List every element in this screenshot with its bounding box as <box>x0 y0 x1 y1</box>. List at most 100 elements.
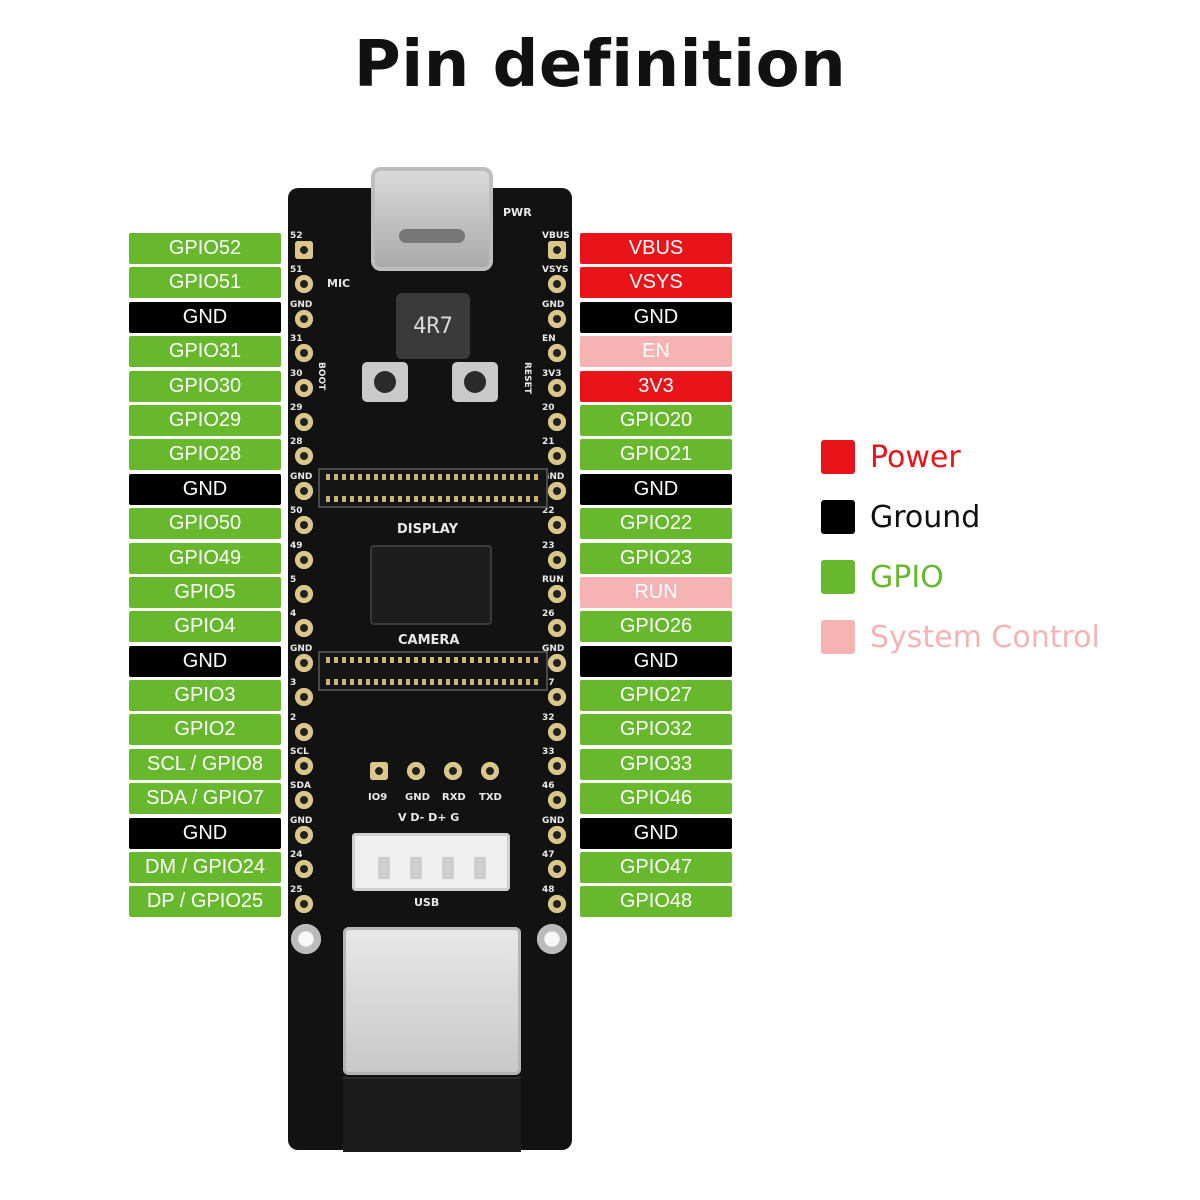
mounting-hole <box>291 924 321 954</box>
inductor: 4R7 <box>396 293 470 359</box>
header-pad <box>548 653 566 672</box>
header-silk-label: 22 <box>542 506 555 517</box>
header-silk-label: 5 <box>290 575 297 585</box>
left-pin-label: GPIO2 <box>129 714 281 746</box>
left-pin-label: GPIO29 <box>129 404 281 436</box>
uart-silk-label: TXD <box>479 792 502 803</box>
header-pad <box>295 585 313 603</box>
right-pin-label: GPIO23 <box>580 542 732 574</box>
header-pad <box>295 550 313 569</box>
header-silk-label: 32 <box>542 712 555 723</box>
camera-silk: CAMERA <box>398 633 460 648</box>
header-pad <box>548 722 566 741</box>
header-silk-label: 20 <box>542 403 555 413</box>
left-pin-label: GPIO31 <box>129 336 281 368</box>
flash-chip <box>370 545 492 625</box>
boot-silk: BOOT <box>316 362 326 391</box>
left-pin-label: DP / GPIO25 <box>129 886 281 918</box>
legend-label: Ground <box>870 499 981 535</box>
header-silk-label: 3 <box>290 678 297 689</box>
uart-pad <box>407 762 425 780</box>
right-pin-label: VSYS <box>580 267 732 299</box>
left-pin-label: GPIO28 <box>129 439 281 471</box>
header-silk-label: 28 <box>290 437 303 448</box>
left-pin-label: SDA / GPIO7 <box>129 783 281 815</box>
header-silk-label: 31 <box>290 334 303 345</box>
header-pad <box>548 757 566 775</box>
legend-item: Power <box>821 440 1100 475</box>
uart-pad <box>481 762 499 780</box>
right-pin-label: GPIO48 <box>580 886 732 918</box>
header-pad <box>548 447 566 466</box>
right-pin-label: GPIO26 <box>580 611 732 643</box>
header-silk-label: 51 <box>290 265 303 276</box>
header-silk-label: 26 <box>542 609 555 620</box>
right-pin-label: GND <box>580 817 732 849</box>
header-silk-label: 48 <box>542 884 555 895</box>
pwr-silk: PWR <box>503 206 532 219</box>
uart-silk-label: RXD <box>442 792 466 803</box>
header-silk-label: RUN <box>542 575 564 585</box>
header-pad <box>295 344 313 363</box>
header-silk-label: 46 <box>542 781 555 792</box>
legend-swatch <box>821 560 855 594</box>
left-pin-label: GND <box>129 645 281 677</box>
header-silk-label: GND <box>542 815 565 826</box>
header-silk-label: GND <box>290 471 313 482</box>
header-pad <box>548 791 566 810</box>
left-pin-label: GPIO50 <box>129 508 281 540</box>
right-pin-label: GPIO22 <box>580 508 732 540</box>
header-silk-label: SCL <box>290 747 309 757</box>
right-pin-label: 3V3 <box>580 370 732 402</box>
uart-pad <box>444 762 462 780</box>
uart-pad <box>370 762 388 780</box>
antenna-area <box>343 1077 521 1152</box>
header-pad <box>295 791 313 810</box>
header-pad <box>295 413 313 431</box>
header-silk-label: GND <box>542 299 565 310</box>
header-silk-label: EN <box>542 334 556 345</box>
header-pad <box>548 516 566 535</box>
header-silk-label: 24 <box>290 850 303 861</box>
header-silk-label: GND <box>542 471 565 482</box>
display-silk: DISPLAY <box>397 522 459 537</box>
header-pad <box>548 860 566 879</box>
header-pad <box>548 344 566 363</box>
header-silk-label: 25 <box>290 884 303 895</box>
header-silk-label: 52 <box>290 231 303 241</box>
header-silk-label: GND <box>290 643 313 654</box>
legend-label: System Control <box>870 619 1100 655</box>
mounting-hole <box>537 924 567 954</box>
mic-silk: MIC <box>327 277 351 290</box>
right-pin-label: RUN <box>580 576 732 608</box>
header-silk-label: 47 <box>542 850 555 861</box>
legend-item: GPIO <box>821 559 1100 595</box>
header-pad <box>295 447 313 466</box>
header-pad <box>295 309 313 328</box>
left-pin-label: GPIO5 <box>129 576 281 608</box>
left-pin-label: GND <box>129 473 281 505</box>
usb-jst-connector <box>352 833 510 891</box>
header-silk-label: 23 <box>542 540 555 551</box>
page-title: Pin definition <box>353 28 847 102</box>
legend-label: GPIO <box>870 559 944 595</box>
right-pin-label: GPIO46 <box>580 783 732 815</box>
header-silk-label: 21 <box>542 437 555 448</box>
right-pin-label: GPIO21 <box>580 439 732 471</box>
header-pad <box>295 894 313 913</box>
header-pad <box>548 550 566 569</box>
header-pad <box>295 619 313 638</box>
header-pad <box>548 688 566 707</box>
header-silk-label: VBUS <box>542 231 570 241</box>
header-silk-label: GND <box>542 643 565 654</box>
usb-silk: USB <box>414 896 440 909</box>
left-pin-label: GPIO30 <box>129 370 281 402</box>
right-pin-label: GND <box>580 301 732 333</box>
header-silk-label: 2 <box>290 712 297 723</box>
header-pad <box>548 619 566 638</box>
right-pin-label: GPIO32 <box>580 714 732 746</box>
usb-pins-silk: V D- D+ G <box>398 811 460 824</box>
header-silk-label: 4 <box>290 609 297 620</box>
